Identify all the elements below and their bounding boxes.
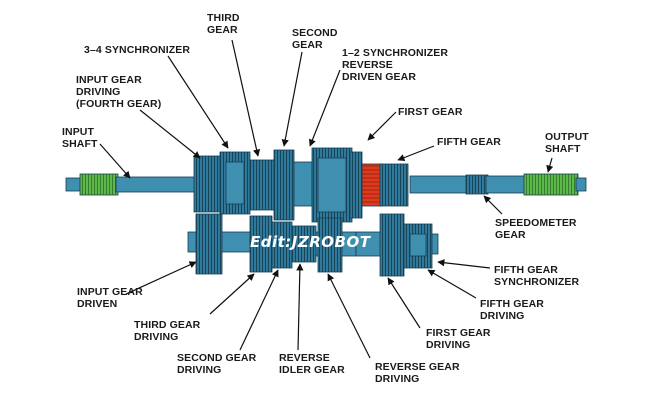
label-first-gear: FIRST GEAR bbox=[398, 106, 463, 118]
main-gears bbox=[193, 147, 409, 223]
label-second-gear: SECOND GEAR bbox=[292, 27, 338, 51]
third-gear-shape bbox=[249, 159, 275, 211]
label-first-gear-driving: FIRST GEAR DRIVING bbox=[426, 327, 491, 351]
input-shaft-splines bbox=[79, 173, 119, 196]
output-shaft-splines bbox=[523, 173, 579, 196]
label-reverse-gear-driving: REVERSE GEAR DRIVING bbox=[375, 361, 460, 385]
reverse-idler-shape bbox=[291, 225, 317, 263]
label-fifth-gear: FIFTH GEAR bbox=[437, 136, 501, 148]
second-gear-shape bbox=[273, 149, 295, 221]
label-3-4-synchronizer: 3–4 SYNCHRONIZER bbox=[84, 44, 191, 56]
label-second-gear-driving: SECOND GEAR DRIVING bbox=[177, 352, 257, 376]
label-1-2-synchronizer: 1–2 SYNCHRONIZER REVERSE DRIVEN GEAR bbox=[342, 47, 449, 83]
fifth-gear-shape bbox=[379, 163, 409, 207]
label-third-gear-driving: THIRD GEAR DRIVING bbox=[134, 319, 201, 343]
leader-arrows bbox=[99, 39, 554, 359]
label-reverse-idler-gear: REVERSE IDLER GEAR bbox=[279, 352, 345, 376]
input-gear-driven-shape bbox=[195, 213, 223, 275]
label-output-shaft: OUTPUT SHAFT bbox=[545, 131, 589, 155]
speedometer-gear-shape bbox=[465, 174, 489, 195]
label-input-shaft: INPUT SHAFT bbox=[62, 126, 98, 150]
reverse-gear-driving-shape bbox=[317, 217, 343, 273]
label-fifth-gear-driving: FIFTH GEAR DRIVING bbox=[480, 298, 544, 322]
label-input-gear-driving: INPUT GEAR DRIVING (FOURTH GEAR) bbox=[76, 74, 162, 110]
main-shaft bbox=[65, 173, 587, 196]
label-speedometer-gear: SPEEDOMETER GEAR bbox=[495, 217, 577, 241]
input-gear-driving-shape bbox=[193, 155, 223, 213]
watermark-text: Edit:JZROBOT bbox=[250, 233, 371, 251]
counter-shaft bbox=[187, 213, 439, 277]
label-third-gear: THIRD GEAR bbox=[207, 12, 240, 36]
first-gear-driving-shape bbox=[379, 213, 405, 277]
first-gear-red bbox=[361, 163, 383, 207]
label-fifth-gear-synchronizer: FIFTH GEAR SYNCHRONIZER bbox=[494, 264, 580, 288]
label-input-gear-driven: INPUT GEAR DRIVEN bbox=[77, 286, 143, 310]
